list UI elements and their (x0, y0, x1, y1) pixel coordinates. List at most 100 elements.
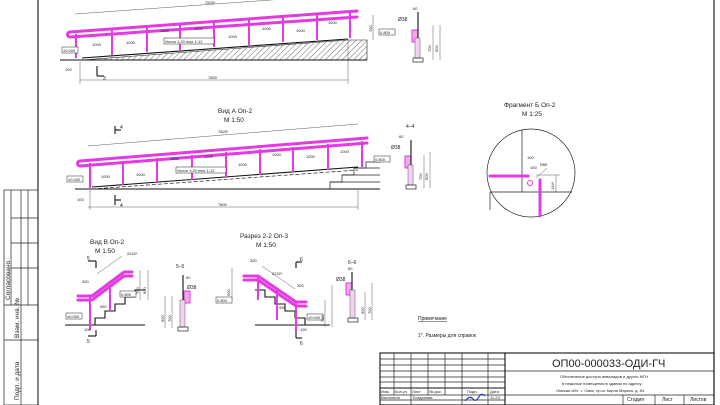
dim: 100 (530, 165, 537, 170)
sheet-frame (37, 0, 715, 405)
span-dim: 1000 (296, 28, 306, 33)
sheet-header: Лист (662, 397, 674, 403)
col-header: № док (429, 389, 441, 394)
dim: 300 (250, 258, 257, 263)
span-dim: 1000 (272, 152, 282, 157)
section-title: 5–5 (176, 264, 185, 270)
inv-replace-label: Взам. инв. № (14, 298, 21, 338)
view-v-title: Вид В Оп-2 (90, 239, 124, 246)
span-dim: 1000 (92, 42, 102, 47)
fragment-b: Фрагмент Б Оп-2 М 1:25 100 100 R65 144* (486, 102, 576, 218)
section-title: Разрез 2-2 Оп-3 (240, 233, 288, 240)
dim: 60 (186, 275, 191, 280)
level-high: 0.800 (121, 292, 132, 297)
sign-date-label: Подп. и дата (14, 361, 21, 400)
handrail-posts (75, 12, 351, 58)
span-dim: 1000 (262, 26, 272, 31)
dim: 2232* (272, 271, 283, 276)
dim: 900 (434, 45, 439, 52)
level-left: ±0.000 (63, 48, 76, 53)
section-4-4: 4–4 Ø38 60 700 900 (391, 124, 431, 190)
handrail-upper (68, 9, 359, 34)
dim: 60 (399, 134, 404, 139)
dim: 900 (226, 289, 231, 296)
dim: 900 (424, 173, 429, 180)
sheets-header: Листов (690, 397, 707, 403)
offset-dim: 100 (77, 197, 84, 202)
notes: Примечание 1*. Размеры для справок (418, 316, 477, 339)
dim: 700 (418, 173, 423, 180)
section-2-2: Разрез 2-2 Оп-3 М 1:50 0.800 ±0.000 300 … (215, 233, 333, 347)
rail-length: 7825* (218, 129, 229, 134)
note-item: 1*. Размеры для справок (418, 333, 477, 339)
section-title: 6–6 (348, 260, 357, 266)
offset-dim: 100 (65, 67, 72, 72)
dim: R65 (540, 162, 548, 167)
section-scale: М 1:50 (256, 242, 276, 249)
col-header: Лист (412, 389, 421, 394)
view-v-scale: М 1:50 (95, 248, 115, 255)
length-total: 7800 (218, 202, 228, 207)
span-dim: 1000 (170, 156, 180, 161)
span-dim: 1000 (160, 28, 170, 33)
dim: 900 (360, 307, 365, 314)
dim: 100 (300, 327, 307, 332)
dim: 60 (348, 266, 353, 271)
level-left: ±0.000 (68, 177, 81, 182)
dim: 900 (160, 315, 165, 322)
dim: 700 (367, 307, 372, 314)
span-dim: 1000 (228, 34, 238, 39)
slope-label: Уклон 1:20 max 1:12 (165, 39, 203, 44)
span-dim: 1000 (126, 40, 136, 45)
span-dim: 1000 (204, 154, 214, 159)
diameter-label: Ø38 (391, 145, 401, 151)
dim: 100 (527, 155, 534, 160)
col-header: Кол.уч (395, 389, 407, 394)
dim: 700 (320, 315, 325, 322)
dim: 300 (82, 279, 89, 284)
fragment-scale: М 1:25 (522, 111, 542, 118)
description-line: в нежилые помещения в здании по адресу: (562, 381, 643, 386)
cut-label: 4 (120, 203, 123, 209)
dim: 100 (84, 327, 91, 332)
view-v: Вид В Оп-2 М 1:50 0.800 ±0.000 300 550 1… (65, 239, 149, 345)
col-header: Подп. (467, 389, 478, 394)
dim: 700 (167, 315, 172, 322)
col-header: Дата (490, 389, 500, 394)
agreed-label: Согласовано (5, 261, 12, 300)
dim: 900 (142, 287, 147, 294)
slope-label: Уклон 1:20 max 1:12 (177, 168, 215, 173)
level-low: ±0.000 (67, 314, 80, 319)
span-dim: 1000 (194, 26, 204, 31)
cut-label: 5 (87, 256, 90, 262)
diameter-label: Ø38 (336, 277, 346, 283)
section-5-5: 5–5 Ø38 60 900 700 (160, 264, 197, 332)
span-dim: 1000 (306, 154, 316, 159)
ramp-section-top: 7800 7825* 1000 1000 1000 1000 1000 1000… (60, 0, 396, 84)
dim: 550 (279, 305, 286, 310)
dim: 700 (135, 287, 140, 294)
section-title: 4–4 (406, 124, 415, 130)
span-dim: 1000 (101, 174, 111, 179)
level-high: 0.800 (217, 298, 228, 303)
height-dim: 700 (368, 25, 373, 32)
description-line: Омская обл., г. Омск, пр-кт Карла Маркса… (556, 388, 645, 393)
signature (464, 393, 486, 402)
span-dim: 1000 (238, 162, 248, 167)
rail-length: 7825* (205, 0, 216, 5)
level-right: 0.800 (380, 30, 391, 35)
cut-label: 3 (103, 76, 106, 82)
cut-label: 6 (300, 257, 303, 263)
view-a-title: Вид А Оп-2 (218, 108, 252, 115)
side-stamp: Согласовано Взам. инв. № Подп. и дата (3, 189, 39, 405)
length-total: 7800 (208, 75, 218, 80)
notes-heading: Примечание (418, 316, 447, 322)
dim: 60 (413, 6, 418, 11)
view-a: Вид А Оп-2 М 1:50 7800 7825* 1000 1000 1… (66, 108, 391, 210)
description-line: Обеспечение доступа инвалидов и других М… (560, 374, 648, 379)
span-dim: 1000 (136, 172, 146, 177)
document-code: ОП00-000033-ОДИ-ГЧ (552, 358, 665, 370)
row-date: 11.23 (490, 395, 500, 400)
cut-label: 5 (87, 339, 90, 345)
